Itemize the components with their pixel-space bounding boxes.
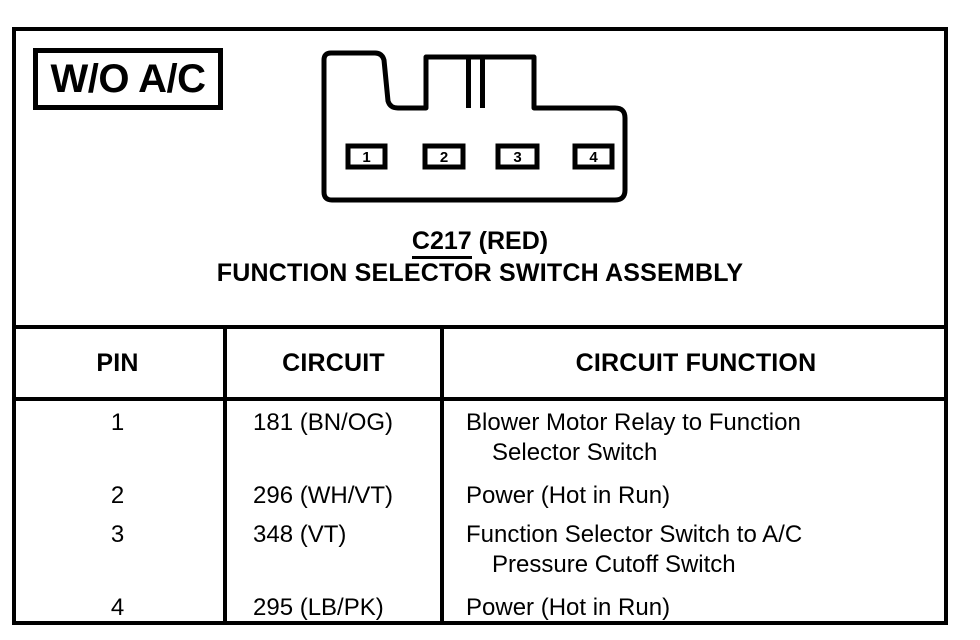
row-function: Power (Hot in Run) [442,586,948,625]
row-pin-value: 2 [110,482,125,510]
row-circuit-value: 348 (VT) [253,521,347,548]
variant-badge-label: W/O A/C [50,57,207,101]
connector-illustration: 1 2 3 4 [305,45,650,215]
row-pin-value: 3 [110,521,125,548]
row-pin: 2 [12,474,227,513]
row-pin-value: 4 [110,594,125,622]
row-pin-value: 1 [110,409,125,436]
row-function: Power (Hot in Run) [442,474,948,513]
connector-pin-label-3: 3 [513,149,521,166]
row-function-line-1: Power (Hot in Run) [466,594,671,622]
table-row: 3 348 (VT) Function Selector Switch to A… [12,513,948,587]
row-pin: 1 [12,399,227,475]
row-pin: 3 [12,513,227,587]
row-function: Function Selector Switch to A/C Pressure… [442,513,948,586]
pin-assignment-table: PIN CIRCUIT CIRCUIT FUNCTION 1 181 (BN/O… [12,325,948,625]
row-circuit: 181 (BN/OG) [225,399,444,475]
table-header-row: PIN CIRCUIT CIRCUIT FUNCTION [12,329,948,401]
row-function-line-2: Selector Switch [492,439,658,466]
connector-pin-cavity-4 [572,143,615,170]
connector-color-spacer [472,227,479,255]
connector-caption: C217 (RED) FUNCTION SELECTOR SWITCH ASSE… [16,226,944,290]
connector-pin-cavity-3 [495,143,540,170]
connector-pin-cavity-2 [422,143,466,170]
variant-badge: W/O A/C [33,48,223,110]
connector-body-outline [321,50,628,203]
row-pin: 4 [12,586,227,625]
row-circuit-value: 181 (BN/OG) [253,409,394,436]
row-function-line-1: Power (Hot in Run) [466,482,671,510]
row-function-line-2: Pressure Cutoff Switch [492,551,736,578]
table-row: 1 181 (BN/OG) Blower Motor Relay to Func… [12,399,948,475]
header-circuit-function: CIRCUIT FUNCTION [442,329,948,401]
connector-assembly-name: FUNCTION SELECTOR SWITCH ASSEMBLY [216,259,744,287]
row-function-line-1: Function Selector Switch to A/C [466,521,803,548]
connector-id: C217 [411,227,472,259]
connector-id-line: C217 (RED) [16,226,944,259]
row-function: Blower Motor Relay to Function Selector … [442,399,948,474]
connector-pin-label-1: 1 [362,149,370,166]
table-row: 2 296 (WH/VT) Power (Hot in Run) [12,474,948,513]
header-circuit: CIRCUIT [225,329,444,401]
row-circuit: 295 (LB/PK) [225,586,444,625]
row-circuit: 296 (WH/VT) [225,474,444,513]
row-circuit-value: 295 (LB/PK) [253,594,384,622]
table-row: 4 295 (LB/PK) Power (Hot in Run) [12,586,948,625]
connector-pin-cavity-1 [345,143,388,170]
connector-pin-label-4: 4 [589,149,598,166]
header-pin: PIN [12,329,227,401]
row-circuit: 348 (VT) [225,513,444,587]
row-function-line-1: Blower Motor Relay to Function [466,409,801,436]
connector-pin-label-2: 2 [440,149,448,166]
connector-color: (RED) [478,227,549,255]
row-circuit-value: 296 (WH/VT) [253,482,394,510]
